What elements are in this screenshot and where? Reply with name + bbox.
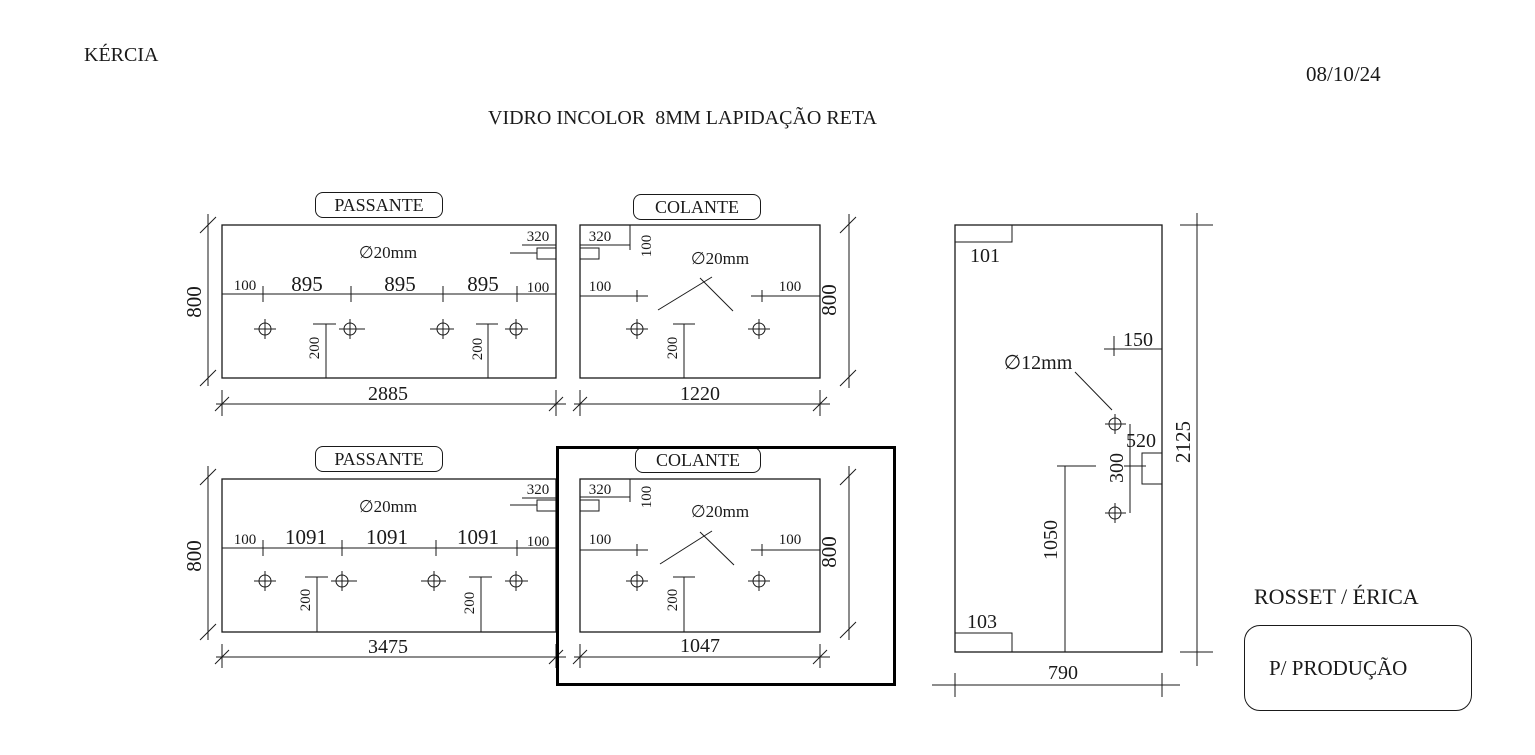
spacing-label: 100 bbox=[234, 532, 257, 548]
spacing-label: 1091 bbox=[457, 525, 499, 549]
spacing-label: 100 bbox=[234, 278, 257, 294]
hole-icon bbox=[505, 319, 528, 339]
hole-icon bbox=[421, 571, 446, 591]
panel-top-left: 800 2885 ∅20mm 320 100 895 895 895 100 2… bbox=[182, 214, 566, 416]
hole-diameter: ∅20mm bbox=[691, 249, 749, 268]
edge-label: 100 bbox=[589, 279, 612, 295]
panel-bottom-left: 800 3475 ∅20mm 320 100 1091 1091 1091 10… bbox=[182, 466, 566, 668]
hole-icon bbox=[748, 571, 770, 591]
hole-icon bbox=[430, 319, 454, 339]
dimension-height: 2125 bbox=[1171, 421, 1195, 463]
dimension-width: 790 bbox=[1048, 662, 1078, 684]
panel-tag: COLANTE bbox=[633, 194, 761, 220]
hole-icon bbox=[626, 571, 648, 591]
hole-icon bbox=[254, 319, 276, 339]
bottom-notch-size: 103 bbox=[967, 611, 997, 633]
notch-size: 100 bbox=[639, 235, 655, 258]
dimension-width: 1220 bbox=[680, 383, 720, 405]
hole-icon bbox=[1105, 414, 1126, 434]
edge-label: 100 bbox=[779, 532, 802, 548]
drop-label: 200 bbox=[462, 592, 478, 615]
spacing-label: 895 bbox=[384, 272, 416, 296]
dimension-height: 800 bbox=[817, 284, 841, 316]
production-stamp: P/ PRODUÇÃO bbox=[1244, 625, 1472, 711]
top-notch-size: 101 bbox=[970, 245, 1000, 267]
dimension-height: 800 bbox=[182, 540, 206, 572]
panel-top-right: 800 1220 ∅20mm 320 100 100 100 200 bbox=[572, 214, 857, 416]
installer-name: ROSSET / ÉRICA bbox=[1254, 584, 1419, 609]
drop-label: 200 bbox=[470, 338, 486, 361]
dimension-width: 2885 bbox=[368, 383, 408, 405]
spacing-label: 100 bbox=[527, 534, 550, 550]
hole-diameter: ∅20mm bbox=[359, 497, 417, 516]
panel-bottom-right: 800 1047 ∅20mm 320 100 100 100 200 bbox=[572, 466, 857, 668]
panel-tag: PASSANTE bbox=[315, 192, 443, 218]
document-date: 08/10/24 bbox=[1306, 62, 1381, 86]
client-name: KÉRCIA bbox=[84, 44, 159, 66]
spacing-label: 100 bbox=[527, 280, 550, 296]
hole-icon bbox=[505, 571, 528, 591]
dimension-width: 3475 bbox=[368, 636, 408, 658]
hole-icon bbox=[626, 319, 648, 339]
spacing-label: 895 bbox=[467, 272, 499, 296]
hole-diameter: ∅20mm bbox=[359, 243, 417, 262]
panel-door: 101 103 ∅12mm 150 520 300 1050 2125 790 bbox=[932, 213, 1213, 697]
selection-highlight bbox=[556, 446, 896, 686]
notch-size: 320 bbox=[589, 229, 612, 245]
hole-icon bbox=[254, 571, 276, 591]
edge-label: 150 bbox=[1123, 329, 1153, 351]
hole-diameter: ∅12mm bbox=[1004, 352, 1073, 374]
edge-label: 100 bbox=[589, 532, 612, 548]
edge-label: 100 bbox=[779, 279, 802, 295]
hole-icon bbox=[331, 571, 357, 591]
hole-icon bbox=[339, 319, 365, 339]
dimension-height: 800 bbox=[182, 286, 206, 318]
drop-label: 200 bbox=[298, 589, 314, 612]
spacing-label: 1091 bbox=[285, 525, 327, 549]
drop-label: 200 bbox=[665, 337, 681, 360]
panel-tag: COLANTE bbox=[635, 447, 761, 473]
hole-height: 1050 bbox=[1040, 520, 1062, 560]
notch-size: 320 bbox=[527, 229, 550, 245]
glass-specification: VIDRO INCOLOR 8MM LAPIDAÇÃO RETA bbox=[488, 107, 877, 129]
panel-tag: PASSANTE bbox=[315, 446, 443, 472]
hole-icon bbox=[748, 319, 770, 339]
dimension-width: 1047 bbox=[680, 635, 720, 657]
hole-diameter: ∅20mm bbox=[691, 502, 749, 521]
notch-size: 320 bbox=[589, 482, 612, 498]
hole-spacing: 300 bbox=[1106, 453, 1128, 483]
drop-label: 200 bbox=[307, 337, 323, 360]
drop-label: 200 bbox=[665, 589, 681, 612]
notch-height: 520 bbox=[1126, 430, 1156, 452]
notch-size: 100 bbox=[639, 486, 655, 509]
spacing-label: 1091 bbox=[366, 525, 408, 549]
hole-icon bbox=[1105, 503, 1126, 523]
dimension-height: 800 bbox=[817, 536, 841, 568]
notch-size: 320 bbox=[527, 482, 550, 498]
spacing-label: 895 bbox=[291, 272, 323, 296]
